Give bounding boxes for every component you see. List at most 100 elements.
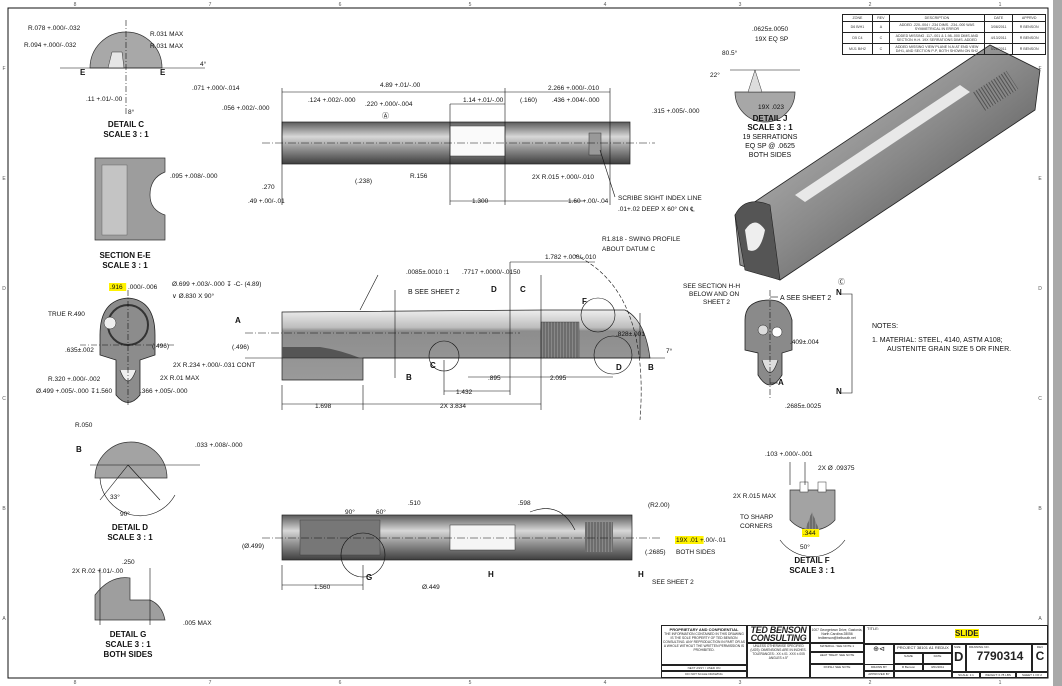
- zone-row-right: F: [1038, 66, 1041, 72]
- label-fv-830: ∨ Ø.830 X 90°: [172, 292, 214, 300]
- label-f-09375: 2X Ø .09375: [818, 465, 855, 472]
- revision-cell-description: ADDED MISSING VIEW PLANE N-N AT END VIEW…: [888, 43, 985, 55]
- revision-cell-date: 4/13/2011: [983, 32, 1014, 44]
- label-fv-916tol: .000/-.006: [128, 284, 158, 291]
- label-sv-a: A: [235, 316, 241, 325]
- label-fv-366: .366 +.005/-.000: [140, 388, 188, 395]
- label-ev-a2: A: [778, 378, 784, 387]
- label-ev-n1: N: [836, 288, 842, 297]
- label-bv-r200: (R2.00): [648, 502, 670, 509]
- zone-row-right: E: [1038, 176, 1042, 182]
- revision-cell-zone: D6 B/H1: [842, 21, 873, 33]
- label-bv-both: BOTH SIDES: [676, 549, 716, 556]
- label-tv-r015: 2X R.015 +.000/-.010: [532, 174, 594, 181]
- label-notes-title: NOTES:: [872, 323, 898, 330]
- right-scroll-strip[interactable]: [1053, 0, 1062, 686]
- zone-row-left: F: [2, 66, 5, 72]
- zone-column-top: 1: [999, 2, 1002, 8]
- label-fv-r490: TRUE R.490: [48, 311, 85, 318]
- label-g-250: .250: [122, 559, 135, 566]
- zone-column-bottom: 2: [869, 680, 872, 686]
- title-cell: TITLE: SLIDE: [864, 625, 1048, 644]
- revision-header-rev: REV: [871, 14, 890, 22]
- zone-column-bottom: 1: [999, 680, 1002, 686]
- finish-cell: FINISH: SEE NOTE: [810, 664, 864, 678]
- drawing-number-label: DRAWING NO.: [969, 645, 990, 649]
- label-f-r015: 2X R.015 MAX: [733, 493, 777, 500]
- label-c-4deg: 4°: [200, 60, 207, 68]
- scale-cell: SCALE: 1:1: [952, 672, 980, 678]
- company-logo: TED BENSON CONSULTING: [747, 625, 810, 643]
- label-bv-1560: 1.560: [314, 584, 331, 591]
- project-cell: PROJECT 38101 A1 REDUX: [894, 644, 952, 653]
- zone-column-top: 3: [739, 2, 742, 8]
- zone-row-left: C: [2, 396, 6, 402]
- label-c-e1: E: [80, 68, 86, 77]
- detail-g-view: [94, 568, 166, 625]
- end-view-right: [744, 290, 853, 400]
- material-cell: MATERIAL: SEE NOTE 1: [810, 643, 864, 652]
- label-g-005: .005 MAX: [183, 620, 212, 627]
- label-bv-598: .598: [518, 500, 531, 507]
- label-ee-title: SECTION E-E: [99, 251, 151, 260]
- zone-row-right: C: [1038, 396, 1042, 402]
- sheet-border: [7, 7, 1049, 679]
- highlight-marker: [802, 529, 820, 537]
- label-tv-315: .315 +.005/-.000: [652, 108, 700, 115]
- label-sv-828: .828±.001: [616, 331, 645, 338]
- label-g-both: BOTH SIDES: [104, 650, 154, 659]
- revision-header-date: DATE: [983, 14, 1014, 22]
- label-ev-see1: SEE SECTION H-H: [683, 283, 740, 290]
- drawn-by-label: DRAWN BY: [864, 664, 894, 671]
- label-ee-095: .095 +.008/-.000: [170, 173, 218, 180]
- zone-row-right: D: [1038, 286, 1042, 292]
- label-d-b: B: [76, 445, 82, 454]
- revision-header-description: DESCRIPTION: [888, 14, 985, 22]
- zone-row-right: B: [1038, 506, 1042, 512]
- label-c-8deg: 8°: [128, 108, 135, 116]
- label-sv-r1818a: R1.818 - SWING PROFILE: [602, 236, 681, 243]
- label-j-0625: .0625±.0050: [752, 26, 788, 33]
- label-sv-1782: 1.782 +.000/-.010: [545, 254, 597, 261]
- label-tv-124: .124 +.002/-.000: [308, 97, 356, 104]
- do-not-scale-cell: DO NOT SCALE DRAWING: [661, 671, 747, 678]
- label-sv-3834: 2X 3.834: [440, 403, 466, 410]
- label-d-r050: R.050: [75, 422, 93, 429]
- proprietary-notice: PROPRIETARY AND CONFIDENTIAL THE INFORMA…: [661, 625, 747, 665]
- heat-treat-cell: HEAT TREAT: SEE NOTE: [810, 652, 864, 664]
- company-email: tedbenson@bellsouth.net: [818, 636, 856, 640]
- label-d-033: .033 +.008/-.000: [195, 442, 243, 449]
- revision-value: C: [1035, 649, 1045, 663]
- label-j-ser: 19 SERRATIONS: [743, 134, 798, 141]
- label-c-r078: R.078 +.000/-.032: [28, 25, 81, 32]
- label-tv-scribe1: SCRIBE SIGHT INDEX LINE: [618, 195, 702, 202]
- drawn-name: R Benson: [894, 664, 923, 671]
- label-tv-49: .49 +.00/-.01: [248, 198, 285, 205]
- approved-by-label: APPROVED BY: [864, 671, 894, 678]
- proprietary-text: THE INFORMATION CONTAINED IN THIS DRAWIN…: [663, 632, 745, 652]
- label-tv-160b: 1.60 +.00/-.04: [568, 198, 609, 205]
- company-address: 1007 Georgetown Drive, Gastonia, North C…: [811, 628, 863, 636]
- label-bv-19x: 19X .01: [676, 537, 699, 544]
- isometric-slide-view: [734, 44, 1041, 281]
- label-d-33: 33°: [110, 493, 120, 501]
- label-sv-ddet: D: [616, 363, 622, 372]
- label-tv-270: .270: [262, 184, 275, 191]
- label-tv-2266: 2.266 +.000/-.010: [548, 85, 600, 92]
- detail-f-view: [779, 462, 846, 557]
- label-f-sharp2: CORNERS: [740, 523, 773, 530]
- approved-by-cell: [894, 671, 952, 678]
- revision-cell: REV C: [1032, 644, 1048, 672]
- revision-cell-description: ADDED MISSING .117-.001 & 1.98-.000 DIMS…: [888, 32, 985, 44]
- label-bv-see: SEE SHEET 2: [652, 579, 694, 586]
- zone-column-bottom: 3: [739, 680, 742, 686]
- label-sv-r1818b: ABOUT DATUM C: [602, 246, 656, 253]
- label-fv-635: .635±.002: [65, 347, 94, 354]
- next-assy-cell: NEXT ASSY / USED ON: [661, 665, 747, 671]
- label-sv-cdet: C: [430, 361, 436, 370]
- label-f-title: DETAIL F: [794, 556, 829, 565]
- label-c-scale: SCALE 3 : 1: [103, 130, 149, 139]
